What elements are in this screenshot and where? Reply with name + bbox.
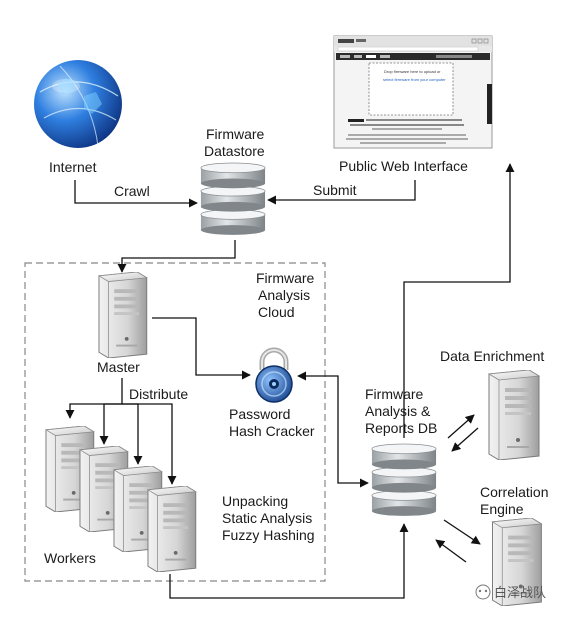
db-to-enrichment-arrow — [447, 414, 475, 439]
analysis-cloud-boundary — [24, 262, 326, 582]
datastore-label-line1: Firmware — [206, 126, 265, 142]
globe-icon — [34, 60, 122, 148]
cloud-label-line3: Cloud — [258, 304, 295, 320]
data-enrichment-label: Data Enrichment — [440, 348, 544, 364]
worker-server-icon-4 — [147, 486, 197, 572]
cracker-label-line2: Hash Cracker — [229, 423, 315, 439]
cracker-label-line1: Password — [229, 406, 290, 422]
submit-label: Submit — [313, 182, 357, 198]
distribute-label: Distribute — [129, 386, 188, 402]
padlock-icon — [255, 347, 293, 403]
reports-db-label-line2: Analysis & — [365, 403, 431, 419]
master-to-cracker-arrow — [152, 317, 251, 380]
web-interface-browser-window: Drop firmware here to upload or select f… — [333, 35, 493, 149]
reports-db-label-line3: Reports DB — [365, 420, 437, 436]
data-enrichment-server-icon — [488, 370, 540, 460]
watermark: 白泽战队 — [475, 584, 546, 601]
cracker-db-arrow — [297, 371, 369, 488]
unpacking-label-line3: Fuzzy Hashing — [222, 527, 315, 543]
select-firmware-link[interactable]: select firmware from your computer — [383, 77, 446, 82]
drop-firmware-text: Drop firmware here to upload or — [384, 69, 441, 74]
enrichment-to-db-arrow — [451, 427, 479, 452]
workers-to-db-arrow — [169, 523, 409, 599]
cloud-label-line2: Analysis — [258, 287, 310, 303]
submit-arrow — [267, 180, 416, 205]
correlation-label-line1: Correlation — [480, 484, 548, 500]
public-web-interface-label: Public Web Interface — [339, 158, 468, 174]
internet-label: Internet — [49, 159, 97, 175]
workers-label: Workers — [44, 550, 96, 566]
datastore-label-line2: Datastore — [204, 143, 265, 159]
crawl-arrow — [74, 180, 198, 208]
master-server-icon — [98, 272, 148, 358]
crawl-label: Crawl — [114, 183, 150, 199]
reports-db-label-line1: Firmware — [365, 386, 424, 402]
reports-database-icon — [371, 443, 437, 517]
cloud-label-line1: Firmware — [256, 270, 315, 286]
unpacking-label-line2: Static Analysis — [222, 510, 312, 526]
master-label: Master — [97, 359, 140, 375]
watermark-text: 白泽战队 — [494, 585, 546, 601]
datastore-to-master-arrow — [117, 240, 236, 273]
db-to-correlation-arrow — [443, 519, 481, 545]
correlation-label-line2: Engine — [480, 501, 524, 517]
db-to-web-arrow — [403, 163, 515, 438]
unpacking-label-line1: Unpacking — [222, 493, 288, 509]
firmware-datastore-database-icon — [200, 162, 266, 236]
correlation-to-db-arrow — [435, 539, 467, 563]
distribute-arrows — [65, 378, 177, 485]
